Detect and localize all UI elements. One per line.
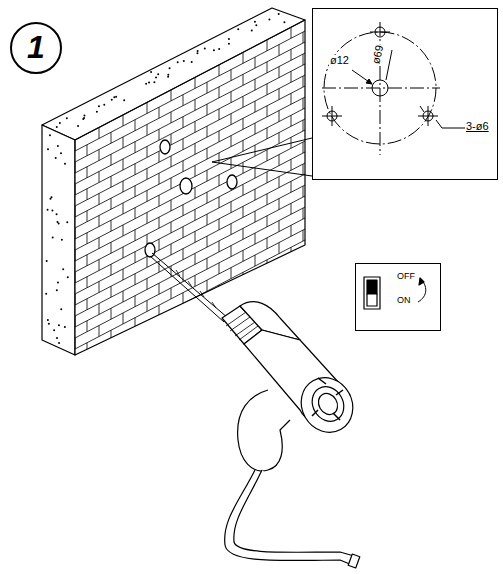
wall-face [75,20,305,355]
detail-leader [212,138,312,176]
dimension-label: ø12 [329,55,350,66]
wall-side [42,125,75,355]
concrete-texture [45,13,285,344]
switch-box: OFF ON [355,263,441,331]
rocker-switch [364,277,426,309]
brick-pattern [75,20,305,376]
step-number: 1 [10,22,62,74]
switch-label: ON [396,296,412,305]
electric-drill [150,253,363,568]
detail-box: ø12 ø69 3-ø6 [312,8,498,180]
step-number: 1 [26,31,46,63]
hole-pattern [322,22,470,155]
drilled-holes [145,140,237,257]
dimension-label: 3-ø6 [465,121,490,132]
dimension-label: ø69 [370,43,385,66]
switch-label: OFF [396,272,416,281]
